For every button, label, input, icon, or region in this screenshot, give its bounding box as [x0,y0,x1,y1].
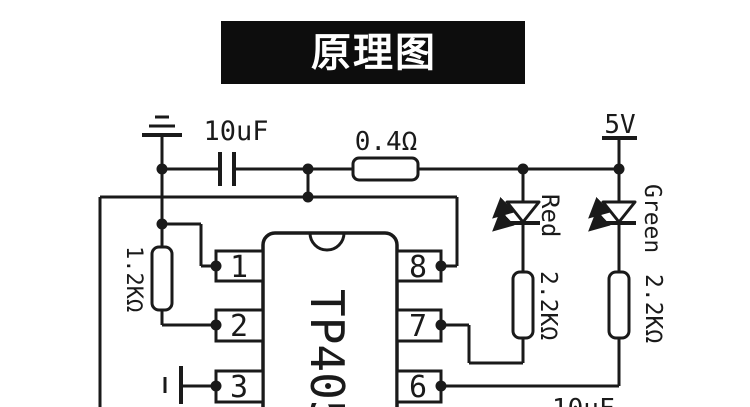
pin-number-6: 6 [409,370,427,405]
title-banner: 原理图 [221,21,525,84]
pin-box-7 [395,308,443,343]
led-emission-arrow [492,196,515,219]
ic-left-pins: 1 2 3 [214,249,265,405]
led-emission-arrow [492,209,515,232]
battery-capacitor-label: 10uF [552,394,615,407]
green-led-resistor-label: 2.2KΩ [640,274,666,343]
pin-number-1: 1 [230,250,248,285]
supply-label: 5V [604,110,635,140]
led-emission-arrow [588,209,611,232]
ic-right-pins: 8 7 6 [395,249,443,405]
sense-resistor-label: 0.4Ω [355,127,418,157]
prog-resistor: 1.2KΩ [121,245,174,312]
supply-terminal: 5V [602,110,637,140]
ic-chip: TP405 [261,231,399,407]
red-led-label: Red [536,194,564,237]
ic-label: TP405 [300,289,354,407]
pin-number-7: 7 [409,309,427,344]
input-capacitor-label: 10uF [203,116,268,147]
sense-resistor: 0.4Ω [351,127,420,182]
ground-symbol-pin3 [163,366,183,404]
input-capacitor: 10uF [203,116,269,186]
pin-number-3: 3 [230,370,248,405]
green-led: Green [588,184,665,253]
page-title: 原理图 [311,30,437,76]
pin-box-8 [395,249,443,283]
pin-box-2 [214,308,265,343]
red-led-resistor-label: 2.2KΩ [535,271,561,340]
green-led-resistor: 2.2KΩ [607,270,666,343]
red-led: Red [492,194,564,237]
pin-number-2: 2 [230,309,248,344]
junction-dots [156,163,625,392]
prog-resistor-label: 1.2KΩ [121,246,146,312]
red-led-resistor: 2.2KΩ [511,270,561,340]
ic-notch-icon [308,232,346,252]
ground-symbol-top [142,115,182,137]
green-led-label: Green [639,184,665,253]
led-emission-arrow [588,196,611,219]
pin-number-8: 8 [409,250,427,285]
title-banner-bg [221,21,525,84]
pin-box-3 [214,369,265,404]
pin-box-6 [395,369,443,404]
